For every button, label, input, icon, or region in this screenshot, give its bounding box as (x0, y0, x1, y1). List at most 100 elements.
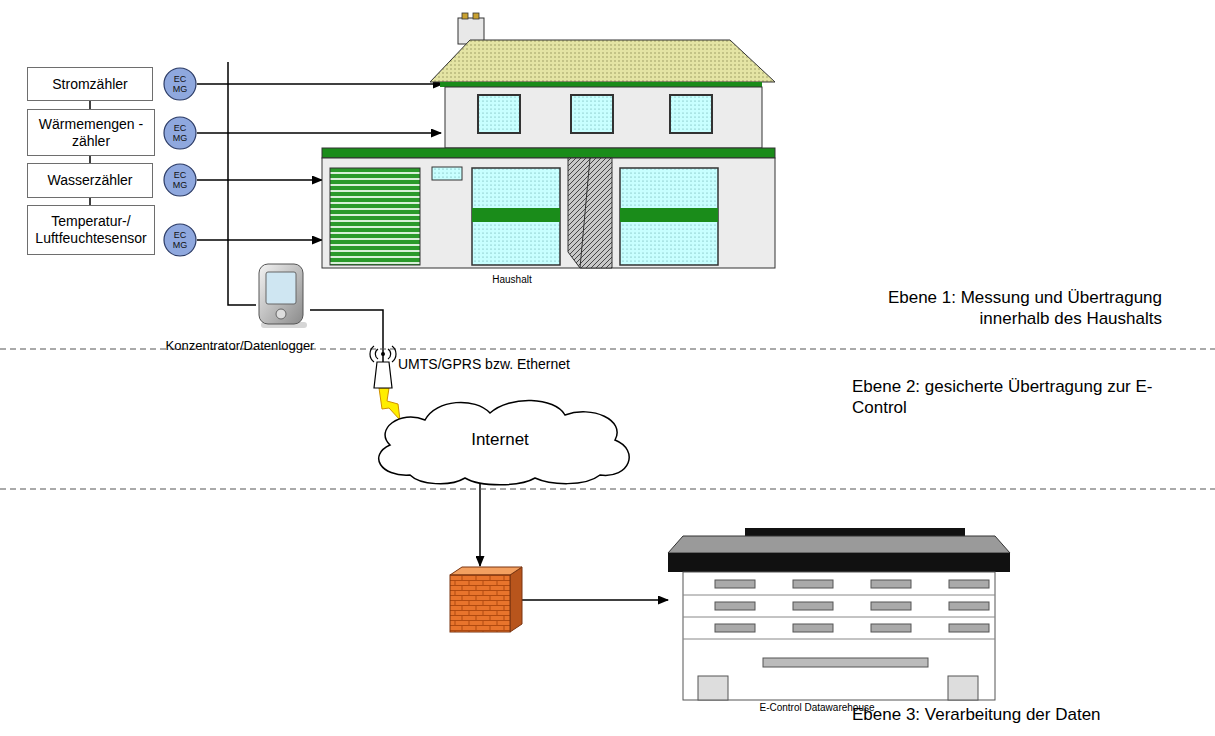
svg-part (948, 676, 978, 700)
svg-part (310, 310, 383, 362)
svg-part (322, 158, 775, 268)
svg-part (683, 617, 995, 618)
svg-part (450, 567, 522, 575)
meter-box: Wärmemengen -zähler (27, 109, 155, 156)
svg-part (381, 352, 385, 356)
datawarehouse-building (668, 528, 1010, 702)
svg-part (683, 572, 995, 700)
svg-part (322, 148, 775, 158)
svg-part (871, 624, 911, 632)
svg-part (89, 156, 91, 163)
svg-part (276, 309, 286, 319)
svg-part (763, 658, 928, 667)
svg-part (580, 158, 590, 268)
level-label: Ebene 2: gesicherte Übertragung zur E-Co… (852, 376, 1174, 418)
svg-part (683, 639, 995, 640)
connector (310, 310, 400, 420)
svg-part (330, 168, 420, 265)
svg-part (379, 400, 629, 484)
node-label: Temperatur-/ Luftfeuchtesensor (31, 213, 151, 247)
link-label: UMTS/GPRS bzw. Ethernet (398, 354, 658, 375)
svg-part (793, 580, 833, 588)
ecmg-node: EC MG (163, 223, 197, 257)
svg-part (370, 346, 396, 362)
svg-part (164, 68, 196, 100)
svg-part (0, 489, 1215, 490)
svg-part (479, 482, 481, 566)
svg-part (379, 388, 400, 420)
node-label: Wasserzähler (47, 172, 132, 189)
svg-part (164, 117, 196, 149)
svg-part (668, 536, 1010, 553)
svg-part (871, 580, 911, 588)
level-divider (0, 349, 1215, 489)
data-logger: Konzentrator/Datenlogger (255, 262, 310, 330)
sensor-box: Temperatur-/ Luftfeuchtesensor (27, 205, 155, 255)
ecmg-label: EC MG (170, 170, 190, 190)
svg-part (89, 101, 91, 109)
firewall-icon (450, 567, 522, 632)
svg-part (266, 272, 296, 304)
svg-part (432, 167, 462, 180)
svg-part (949, 602, 989, 610)
ecmg-node: EC MG (163, 163, 197, 197)
node-label: Konzentrator/Datenlogger (150, 338, 330, 353)
svg-part (197, 83, 443, 85)
ecmg-node: EC MG (163, 67, 197, 101)
meter-box: Stromzähler (27, 67, 153, 101)
svg-part (668, 553, 1010, 572)
level-label: Ebene 1: Messung und Übertragung innerha… (840, 287, 1162, 329)
connector (197, 180, 322, 181)
svg-part (228, 62, 256, 305)
node-label: Wärmemengen -zähler (31, 116, 151, 150)
svg-part (164, 224, 196, 256)
svg-part (197, 179, 322, 181)
svg-part (259, 264, 303, 324)
connector (197, 240, 322, 241)
svg-part (571, 95, 613, 133)
svg-part (478, 95, 520, 133)
svg-part (793, 624, 833, 632)
svg-part (522, 599, 668, 601)
svg-part (445, 87, 762, 148)
level-label: Ebene 3: Verarbeitung der Daten (852, 704, 1174, 725)
svg-part (871, 602, 911, 610)
svg-part (440, 82, 762, 87)
logger-device (255, 262, 310, 330)
svg-part (462, 13, 468, 19)
svg-part (715, 580, 755, 588)
node-label: Stromzähler (52, 76, 127, 93)
svg-part (620, 208, 718, 222)
svg-part (164, 164, 196, 196)
svg-part (472, 208, 560, 222)
svg-part (793, 602, 833, 610)
connector (197, 133, 441, 134)
svg-part (715, 602, 755, 610)
antenna-symbol (370, 346, 396, 388)
internet-cloud: Internet (360, 395, 640, 485)
svg-part (430, 40, 775, 82)
ecmg-label: EC MG (170, 123, 190, 143)
household-house: Haushalt (322, 12, 775, 270)
ecmg-label: EC MG (170, 230, 190, 250)
connector (197, 84, 443, 85)
svg-part (473, 13, 479, 19)
svg-part (620, 168, 718, 265)
house-drawing (322, 12, 775, 270)
svg-part (949, 580, 989, 588)
datawarehouse: E-Control Datawarehouse (668, 528, 1010, 702)
svg-part (197, 132, 441, 134)
svg-part (698, 676, 728, 700)
svg-part (510, 567, 522, 632)
svg-part (568, 158, 612, 268)
node-label: Haushalt (322, 274, 702, 285)
svg-part (472, 168, 560, 265)
svg-part (745, 528, 965, 536)
svg-part (949, 624, 989, 632)
node-label: Internet (471, 430, 529, 450)
svg-part (450, 575, 510, 632)
ecmg-label: EC MG (170, 74, 190, 94)
svg-part (715, 624, 755, 632)
meter-box: Wasserzähler (27, 163, 153, 198)
svg-part (374, 362, 392, 388)
